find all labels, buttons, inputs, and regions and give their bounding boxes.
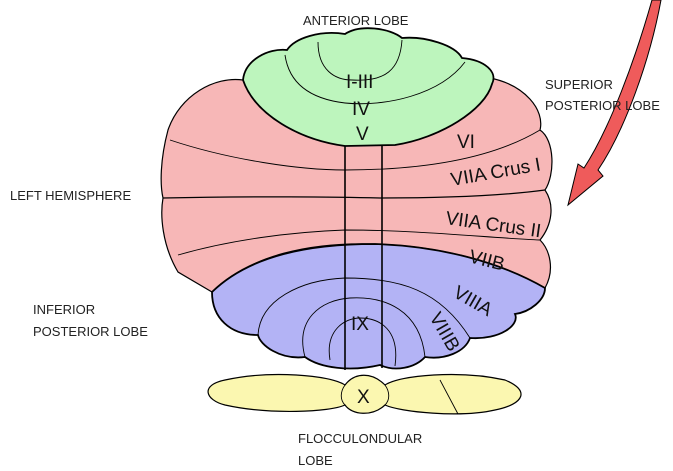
inferior-posterior-label-line1: INFERIOR: [33, 302, 95, 317]
region-x-label: X: [357, 387, 370, 408]
inferior-posterior-label-line2: POSTERIOR LOBE: [33, 324, 148, 339]
flocculonodular-label-line1: FLOCCULONDULAR: [298, 431, 422, 446]
superior-posterior-label-line2: POSTERIOR LOBE: [545, 98, 660, 113]
region-ix-label: IX: [351, 314, 369, 335]
left-hemisphere-label: LEFT HEMISPHERE: [10, 188, 131, 203]
anterior-lobe-label: ANTERIOR LOBE: [303, 13, 409, 28]
region-i-iii-label: I-III: [346, 72, 373, 93]
region-iv-label: IV: [352, 99, 370, 120]
superior-posterior-label-line1: SUPERIOR: [545, 77, 613, 92]
region-v-label: V: [356, 124, 369, 145]
flocculonodular-label-line2: LOBE: [298, 453, 333, 468]
region-vi-label: VI: [457, 132, 475, 153]
